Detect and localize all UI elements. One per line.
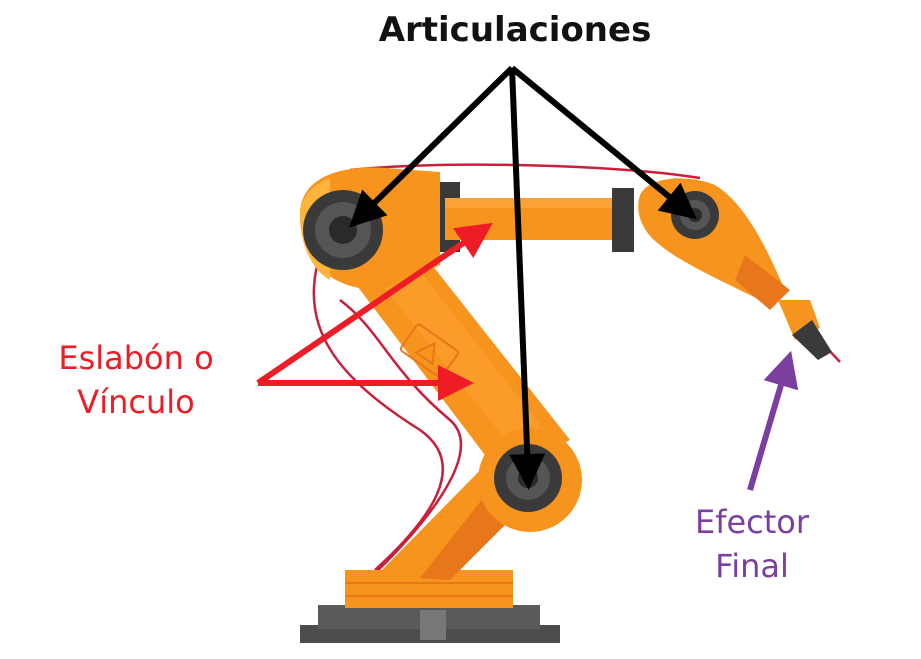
label-articulaciones: Articulaciones xyxy=(378,10,652,50)
articulaciones-arrows xyxy=(349,65,697,490)
arrow-to-end-effector xyxy=(747,350,799,491)
label-eslabon-line1: Eslabón o xyxy=(58,339,214,377)
end-effector xyxy=(778,300,832,360)
label-eslabon-vinculo: Eslabón o Vínculo xyxy=(36,336,236,424)
arrow-to-elbow-joint xyxy=(509,67,546,490)
label-efector-final: Efector Final xyxy=(672,500,832,588)
arrow-to-wrist-joint xyxy=(510,65,697,220)
joint-elbow xyxy=(478,428,582,532)
eslabon-arrows xyxy=(256,222,493,401)
arrow-to-forearm-link xyxy=(256,222,493,386)
label-efector-line1: Efector xyxy=(694,503,810,541)
label-eslabon-line2: Vínculo xyxy=(77,383,195,421)
label-efector-line2: Final xyxy=(715,547,789,585)
arrow-to-shoulder-joint xyxy=(349,65,515,228)
efector-arrow xyxy=(747,350,799,491)
joint-wrist xyxy=(671,191,719,239)
wrist-housing xyxy=(638,178,790,310)
robot-base xyxy=(300,570,560,643)
